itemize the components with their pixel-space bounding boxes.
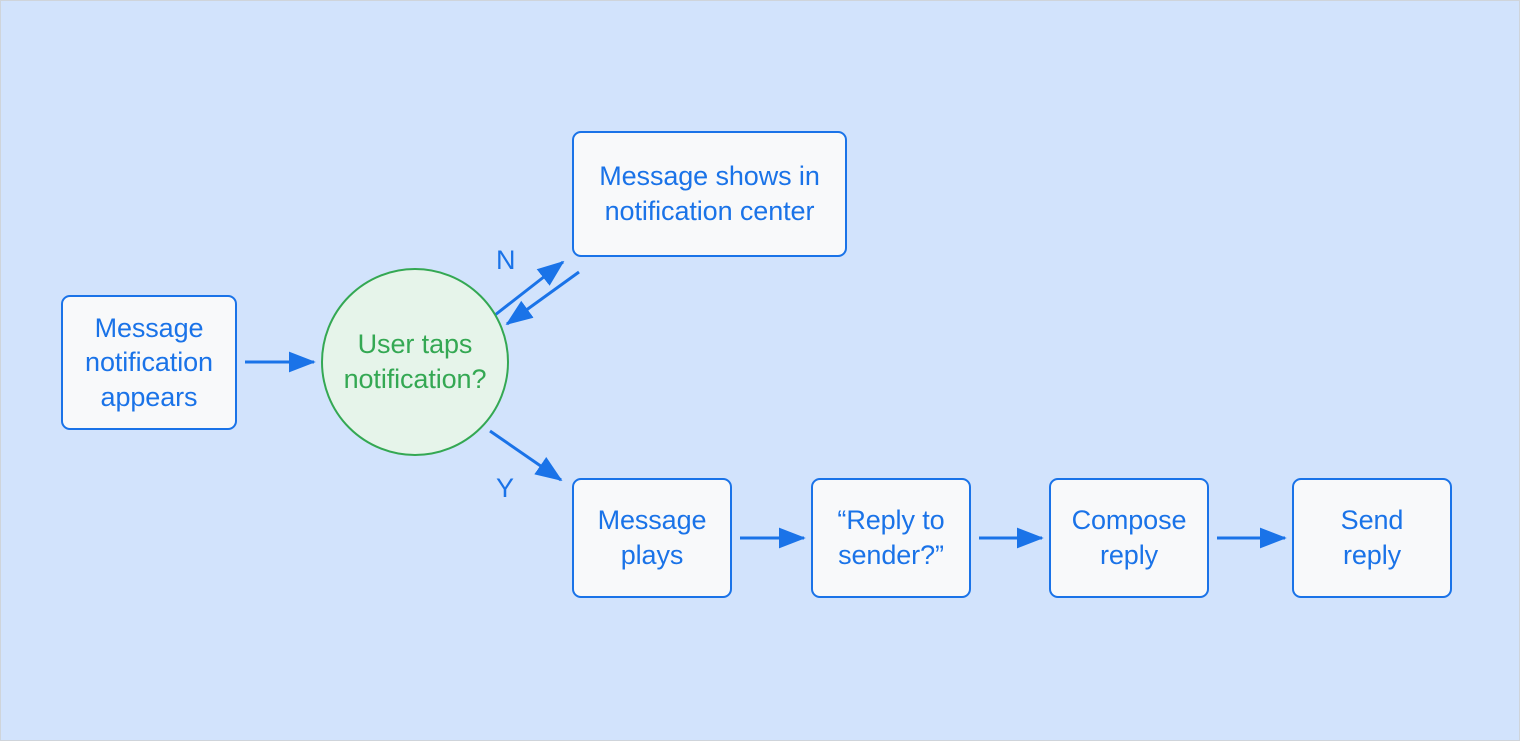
node-user-taps-notification[interactable]: User taps notification? (321, 268, 509, 456)
edge-notification-center-to-decision (505, 270, 580, 326)
node-message-notification-appears[interactable]: Message notification appears (61, 295, 237, 430)
branch-label-y: Y (496, 473, 515, 503)
node-reply-to-sender[interactable]: “Reply to sender?” (811, 478, 971, 598)
branch-label-n: N (496, 245, 516, 275)
node-send-reply[interactable]: Send reply (1292, 478, 1452, 598)
node-message-plays[interactable]: Message plays (572, 478, 732, 598)
node-compose-reply[interactable]: Compose reply (1049, 478, 1209, 598)
node-message-shows-in-notification-center[interactable]: Message shows in notification center (572, 131, 847, 257)
